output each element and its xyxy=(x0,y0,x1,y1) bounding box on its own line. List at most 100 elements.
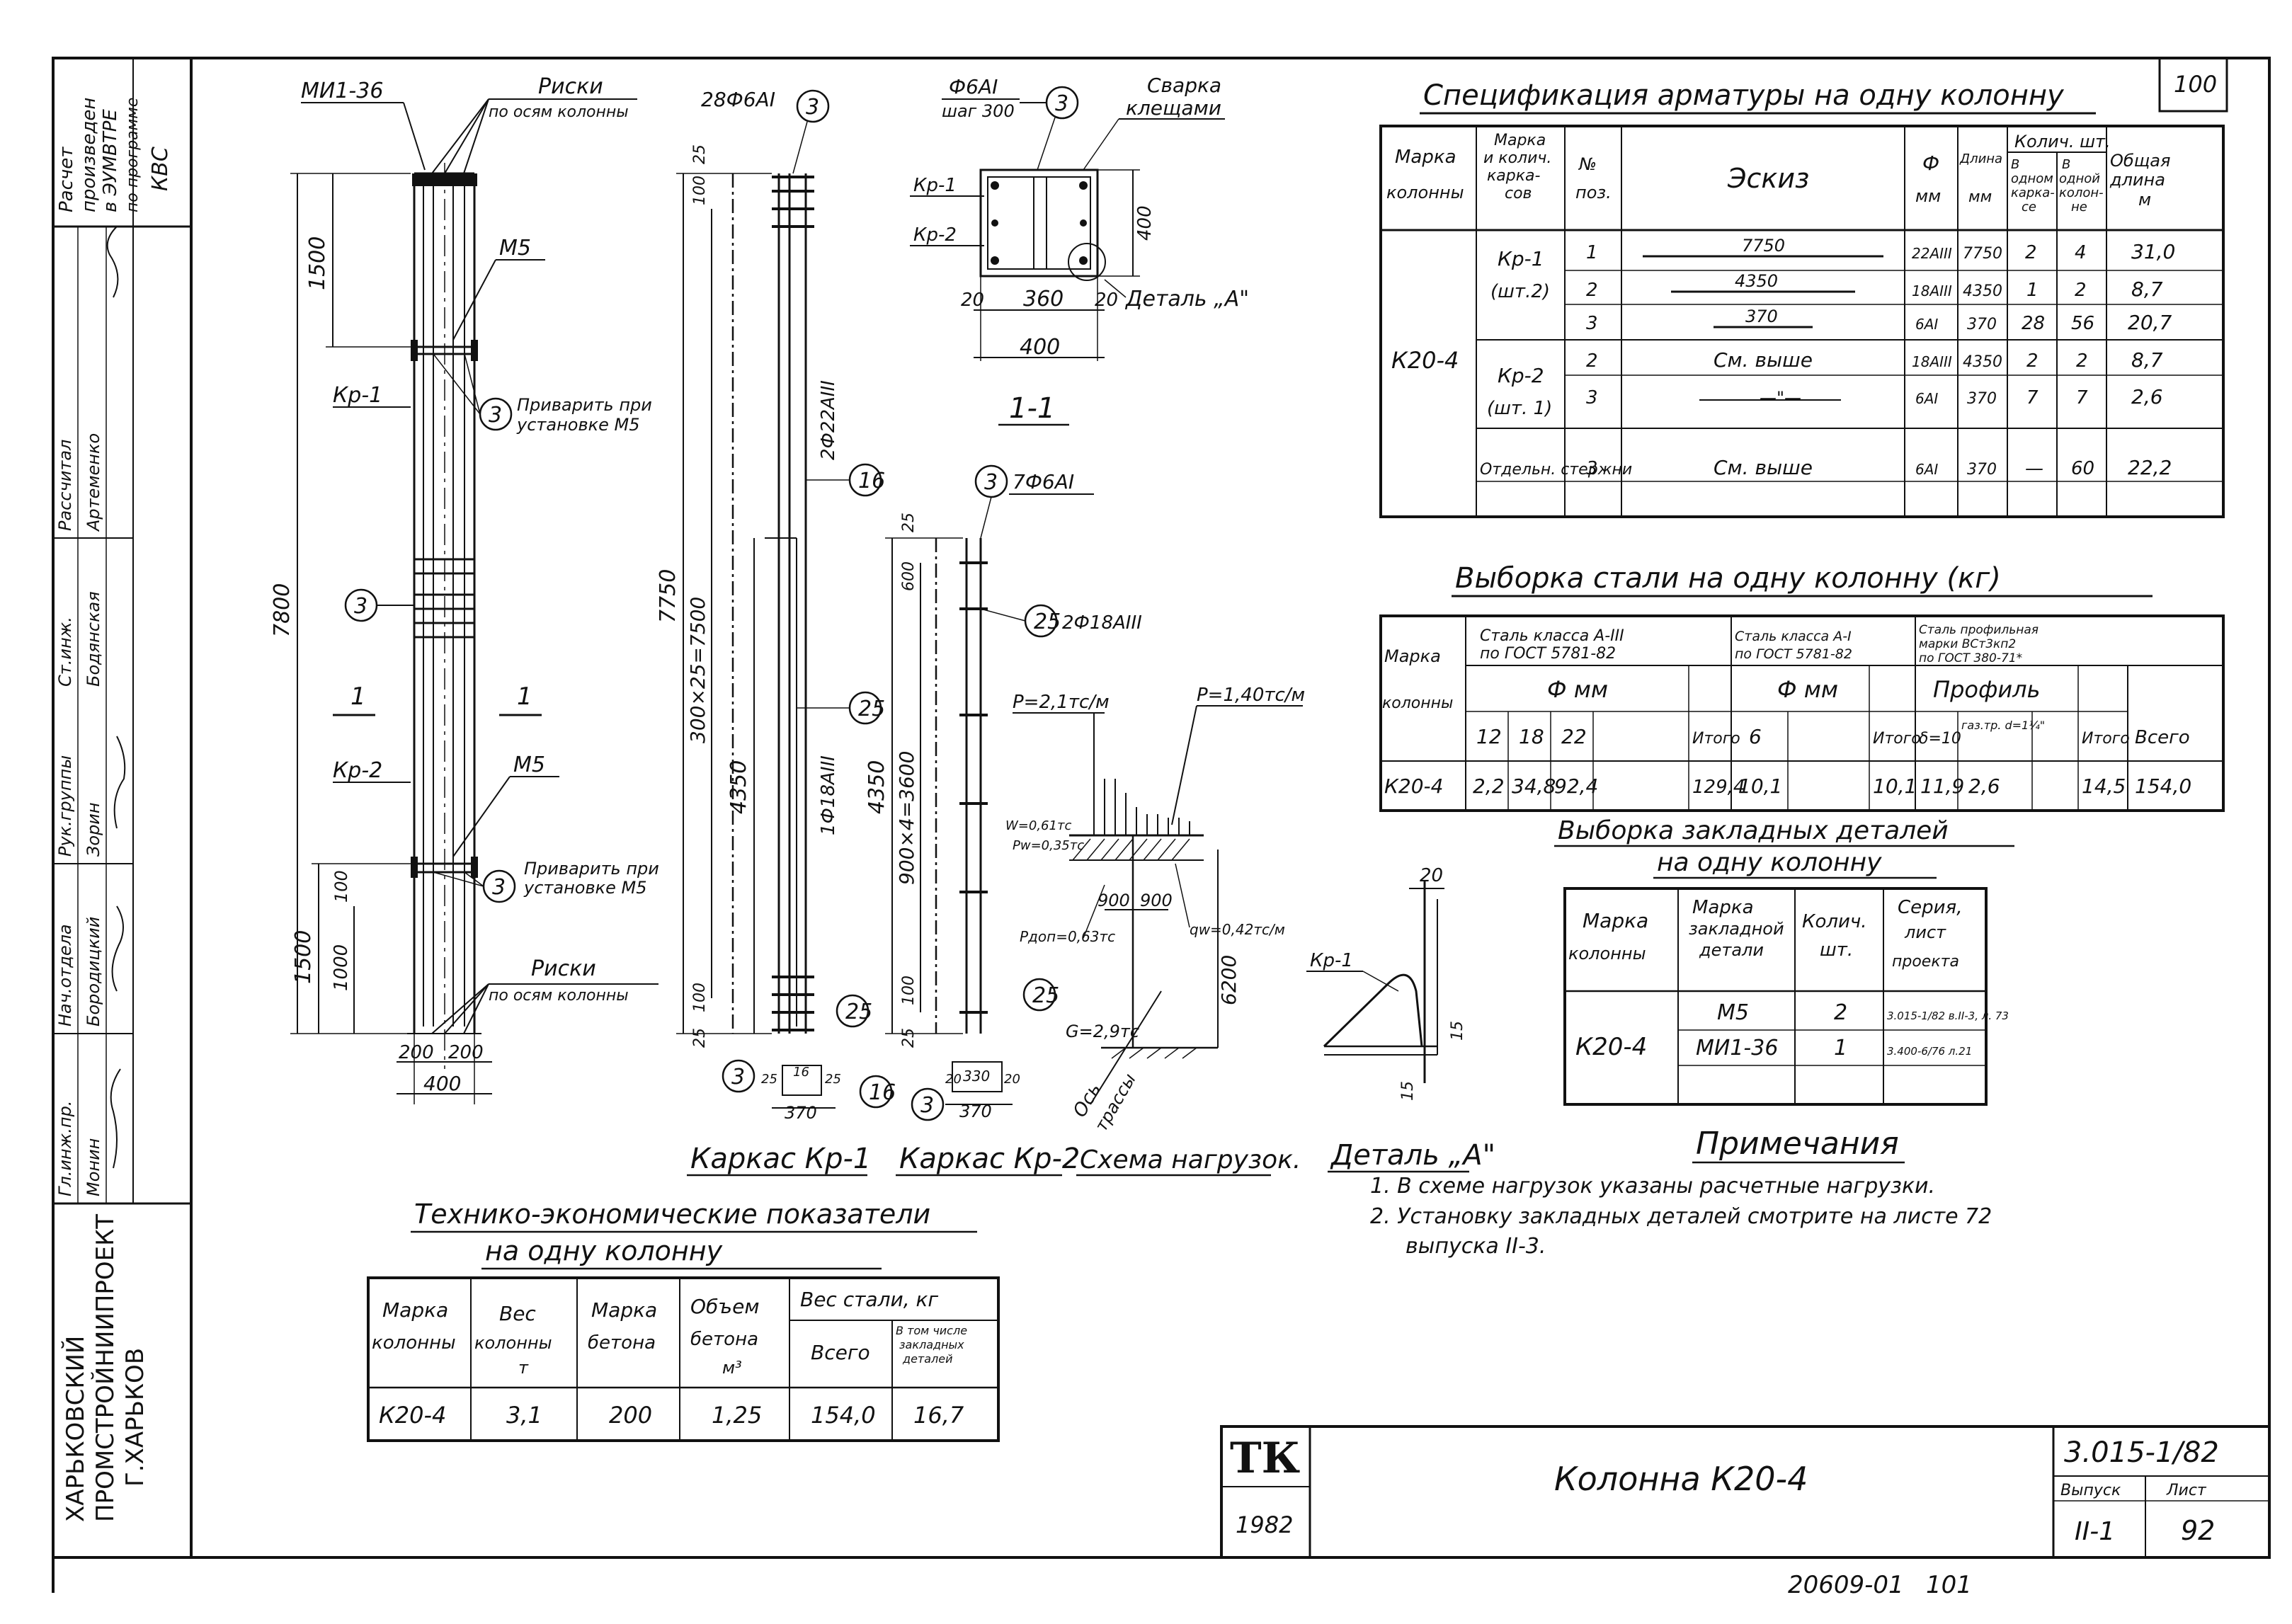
spec-r4-dia: 18АIII xyxy=(1912,353,1952,370)
dim-1500-top: 1500 xyxy=(305,236,330,290)
embed-h-qty-1: Колич. xyxy=(1802,911,1867,932)
person-4: Бодянская xyxy=(84,591,103,687)
label-weld-bot-2: установке М5 xyxy=(523,878,646,898)
spec-h-frame-4: сов xyxy=(1505,185,1532,202)
load-w: W=0,61тс xyxy=(1005,818,1071,833)
person-5: Артеменко xyxy=(84,433,103,532)
tep-v-mark: К20-4 xyxy=(379,1402,446,1429)
tep-v-steel: 154,0 xyxy=(811,1402,876,1429)
tep-h-vol-1: Объем xyxy=(690,1295,759,1318)
spec-r7-frame: Отдельн. стержни xyxy=(1480,461,1632,479)
dim-25: 25 xyxy=(691,144,709,164)
kr1-circle-1b: 16 xyxy=(869,1080,896,1105)
dim-4350: 4350 xyxy=(726,760,751,814)
label-riski-bot-2: по осям колонны xyxy=(489,987,629,1005)
tep-h-weight-1: Вес xyxy=(499,1302,536,1325)
title-logo: ТК xyxy=(1230,1434,1300,1483)
embed-h-mark-1: Марка xyxy=(1583,909,1648,932)
column-elevation: МИ1-36 Риски по осям колонны М5 Кр-1 3 П… xyxy=(270,74,659,1104)
kr2-sec-370: 370 xyxy=(959,1102,992,1121)
spec-h-qty: Колич. шт. xyxy=(2014,132,2111,151)
steel-h-mark-2: колонны xyxy=(1382,694,1453,712)
label-7f6: 7Ф6АI xyxy=(1013,470,1074,493)
embed-h-part-1: Марка xyxy=(1692,897,1754,918)
spec-r7-sketch: См. выше xyxy=(1714,456,1813,479)
s11-dim-20a: 20 xyxy=(961,290,984,311)
tep-title-1: Технико-экономические показатели xyxy=(414,1199,930,1230)
spec-r5-q1: 7 xyxy=(2026,387,2039,408)
steel-row-mark: К20-4 xyxy=(1384,774,1443,798)
spec-r4-total: 8,7 xyxy=(2131,348,2163,372)
steel-v-22: 92,4 xyxy=(1554,774,1598,798)
note-2: 2. Установку закладных деталей смотрите … xyxy=(1370,1204,1992,1229)
calc-note-5: КВС xyxy=(148,147,173,191)
spec-r1-frame: Кр-1 xyxy=(1498,247,1544,270)
steel-v-all: 154,0 xyxy=(2135,774,2191,798)
spec-r4-pos: 2 xyxy=(1586,350,1598,372)
kr2-dim-4350: 4350 xyxy=(865,760,889,814)
steel-col-18: 18 xyxy=(1519,725,1544,748)
load-p2: Р=1,40тс/м xyxy=(1197,685,1305,706)
tep-h-weight-2: колонны xyxy=(474,1333,552,1353)
steel-h-fmm2: Ф мм xyxy=(1777,676,1838,703)
steel-h-fmm: Ф мм xyxy=(1547,676,1608,703)
spec-r5-pos: 3 xyxy=(1586,387,1598,408)
spec-column-mark: К20-4 xyxy=(1391,347,1459,374)
dim-400: 400 xyxy=(423,1072,461,1095)
spec-r4-sketch: См. выше xyxy=(1714,348,1813,372)
s11-svarka: Сварка xyxy=(1147,74,1221,97)
spec-r2-sketch: 4350 xyxy=(1735,271,1778,291)
kr2-circle-3: 3 xyxy=(984,470,998,495)
s11-dim-20b: 20 xyxy=(1095,290,1118,311)
steel-col-delta: δ=10 xyxy=(1919,730,1961,748)
embed-table: Выборка закладных деталей на одну колонн… xyxy=(1554,816,2014,1106)
frame-kr2: 3 7Ф6АI 4350 900×4=3600 25 600 100 25 25… xyxy=(865,464,1142,1177)
steel-h-a1-2: по ГОСТ 5781-82 xyxy=(1735,646,1852,662)
spec-h-q2-4: не xyxy=(2071,200,2087,215)
tep-h-concrete-1: Марка xyxy=(591,1298,657,1322)
spec-r1-total: 31,0 xyxy=(2131,240,2175,263)
label-m5-bot: М5 xyxy=(513,753,545,777)
embed-mark: К20-4 xyxy=(1575,1033,1647,1061)
detail-dim-15b: 15 xyxy=(1399,1081,1417,1101)
role-chief: Гл.инж.пр. xyxy=(55,1101,75,1196)
spec-h-q1-2: одном xyxy=(2011,171,2053,186)
spec-h-len-2: мм xyxy=(1968,188,1992,206)
caption-section-1-1: 1-1 xyxy=(1009,392,1055,425)
s11-svarka-2: клещами xyxy=(1126,96,1221,120)
signature-4 xyxy=(106,226,119,298)
spec-r3-dia: 6АI xyxy=(1915,316,1938,333)
load-dim-6200: 6200 xyxy=(1217,955,1241,1005)
tep-h-weight-3: т xyxy=(518,1358,529,1378)
label-mi1-36: МИ1-36 xyxy=(301,79,383,103)
spec-h-q1-1: В xyxy=(2011,157,2019,172)
kr2-dim-900x4: 900×4=3600 xyxy=(895,751,918,885)
steel-h-prof-2: марки ВСт3кп2 xyxy=(1919,637,2016,651)
kr1-circle-3: 3 xyxy=(806,95,819,120)
footer-code: 20609-01 xyxy=(1788,1571,1904,1599)
spec-r3-q1: 28 xyxy=(2022,313,2045,334)
sheet-border xyxy=(52,57,2271,1559)
label-m5-top: М5 xyxy=(499,236,531,261)
load-q: qw=0,42тс/м xyxy=(1190,921,1285,938)
caption-detail-a: Деталь „А" xyxy=(1330,1139,1495,1172)
spec-h-q2-2: одной xyxy=(2059,171,2100,186)
load-dim-900a: 900 xyxy=(1097,891,1130,910)
steel-v-6: 10,1 xyxy=(1738,774,1782,798)
load-scheme: Р=2,1тс/м Р=1,40тс/м W=0,61тс Рw=0,35тс xyxy=(1005,685,1305,1177)
spec-h-len-1: Длина xyxy=(1959,151,2002,166)
steel-h-a3-1: Сталь класса А-III xyxy=(1480,627,1624,645)
tep-h-mark-2: колонны xyxy=(372,1332,456,1354)
dim-100-b: 100 xyxy=(691,983,709,1012)
org-name-3: Г.ХАРЬКОВ xyxy=(121,1348,149,1487)
spec-r1-pos: 1 xyxy=(1586,242,1598,263)
embed-r2-series: 3.400-6/76 л.21 xyxy=(1887,1045,1972,1058)
tep-v-vol: 1,25 xyxy=(712,1402,762,1429)
kr2-dim-25b: 25 xyxy=(900,1028,918,1048)
s11-circle-3: 3 xyxy=(1055,91,1068,116)
steel-v-delta: 11,9 xyxy=(1920,774,1964,798)
note-3: выпуска II-3. xyxy=(1406,1234,1546,1259)
kr2-sec-20a: 20 xyxy=(945,1072,962,1087)
spec-r1-q2: 4 xyxy=(2075,242,2087,263)
